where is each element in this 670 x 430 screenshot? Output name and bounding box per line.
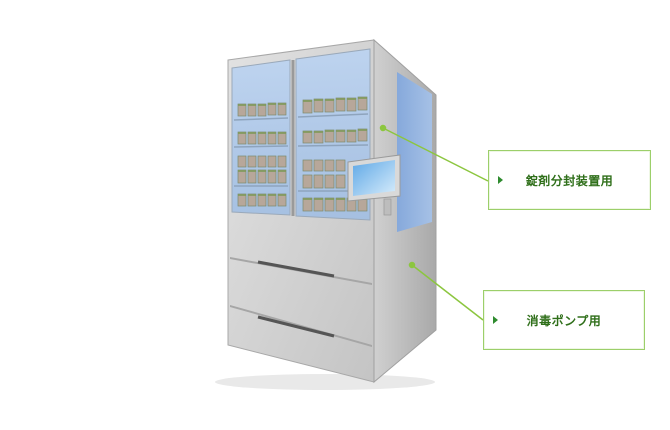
floor-shadow <box>215 374 435 390</box>
bullet-arrow-icon <box>498 176 503 184</box>
callout-disinfection-pump: 消毒ポンプ用 <box>483 290 645 350</box>
callout-label: 錠剤分封装置用 <box>525 173 614 188</box>
side-glass-panel <box>397 72 432 232</box>
canisters-right <box>302 96 368 212</box>
touch-monitor <box>347 154 401 216</box>
callout-label: 消毒ポンプ用 <box>526 313 602 328</box>
bullet-arrow-icon <box>493 316 498 324</box>
callout-tablet-packager: 錠剤分封装置用 <box>488 150 651 210</box>
leader-lines <box>379 124 489 321</box>
drawers <box>230 257 372 347</box>
canisters-left <box>237 102 287 207</box>
